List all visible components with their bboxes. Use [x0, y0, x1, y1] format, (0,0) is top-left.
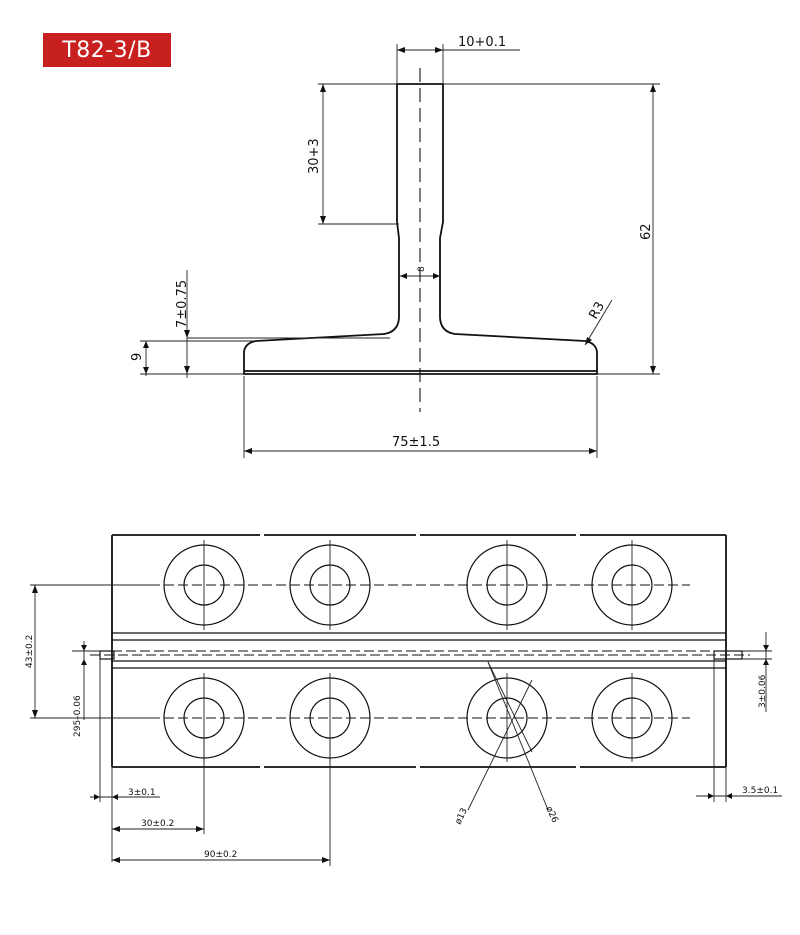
- hole-group-top: [150, 540, 690, 630]
- dim-end-offset-left: 3±0.1: [128, 788, 156, 798]
- dim-head-height: 30+3: [307, 138, 322, 174]
- dim-hole-spacing: 90±0.2: [204, 850, 237, 860]
- dim-counterbore-diameter: ø26: [543, 805, 559, 825]
- dim-end-offset-right: 3.5±0.1: [742, 786, 778, 796]
- dim-slot-offset: 295–0.06: [73, 695, 83, 737]
- rail-profile: 10+0.1 30+3 62 8 7±0.75 9: [130, 35, 660, 458]
- dim-pitch-vertical: 43±0.2: [25, 635, 35, 668]
- dim-slot-width: 3±0.06: [758, 674, 768, 708]
- dim-foot-width: 75±1.5: [392, 435, 440, 450]
- dim-foot-flank: 7±0.75: [175, 280, 190, 328]
- dim-radius: R3: [586, 300, 608, 322]
- dim-hole-diameter: ø13: [454, 807, 470, 827]
- rail-plan-view: 43±0.2 295–0.06 3±0.06 3±0.1 3.5±0.1: [25, 534, 782, 866]
- dim-web-width: 8: [417, 266, 427, 272]
- dim-foot-thickness: 9: [130, 353, 145, 361]
- dim-total-height: 62: [639, 223, 654, 240]
- dim-head-width: 10+0.1: [458, 35, 506, 50]
- drawing-title-badge: T82-3/B: [43, 33, 171, 67]
- hole-group-bottom: [150, 673, 690, 762]
- dim-first-hole: 30±0.2: [141, 819, 174, 829]
